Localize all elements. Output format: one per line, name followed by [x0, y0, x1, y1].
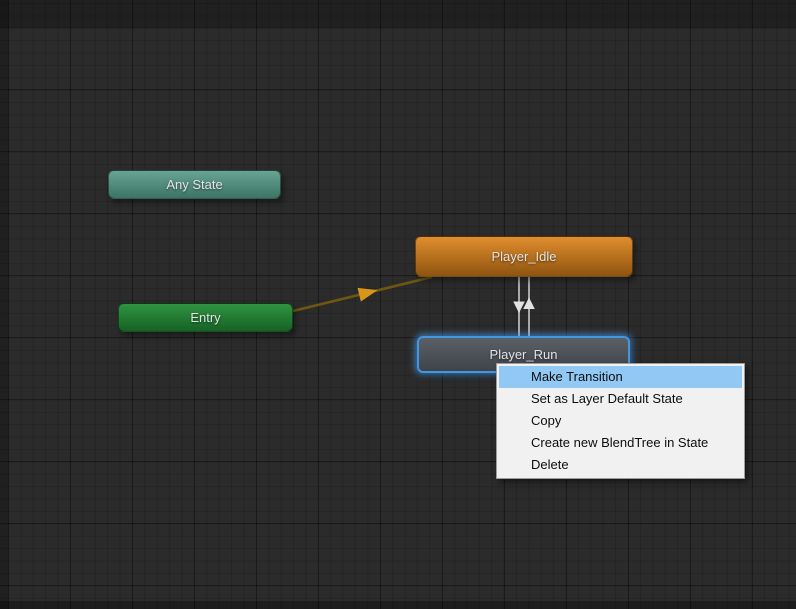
context-menu: Make Transition Set as Layer Default Sta… [496, 363, 745, 479]
menu-item-create-new-blendtree-in-state[interactable]: Create new BlendTree in State [531, 435, 709, 450]
transition-entry-to-player-idle[interactable] [292, 275, 433, 313]
transition-player-run-to-player-idle[interactable] [523, 277, 535, 336]
state-node-label: Player_Run [489, 347, 558, 362]
state-node-label: Any State [166, 177, 223, 192]
state-node-player-idle[interactable]: Player_Idle [415, 236, 633, 277]
menu-item-set-as-layer-default-state[interactable]: Set as Layer Default State [531, 391, 683, 406]
state-node-any-state[interactable]: Any State [108, 170, 281, 199]
state-node-entry[interactable]: Entry [118, 303, 293, 332]
transition-player-idle-to-player-run[interactable] [513, 277, 525, 336]
menu-item-delete[interactable]: Delete [531, 457, 569, 472]
state-node-label: Player_Idle [491, 249, 557, 264]
menu-item-copy[interactable]: Copy [531, 413, 562, 428]
state-node-label: Entry [190, 310, 221, 325]
menu-item-make-transition[interactable]: Make Transition [499, 366, 742, 388]
